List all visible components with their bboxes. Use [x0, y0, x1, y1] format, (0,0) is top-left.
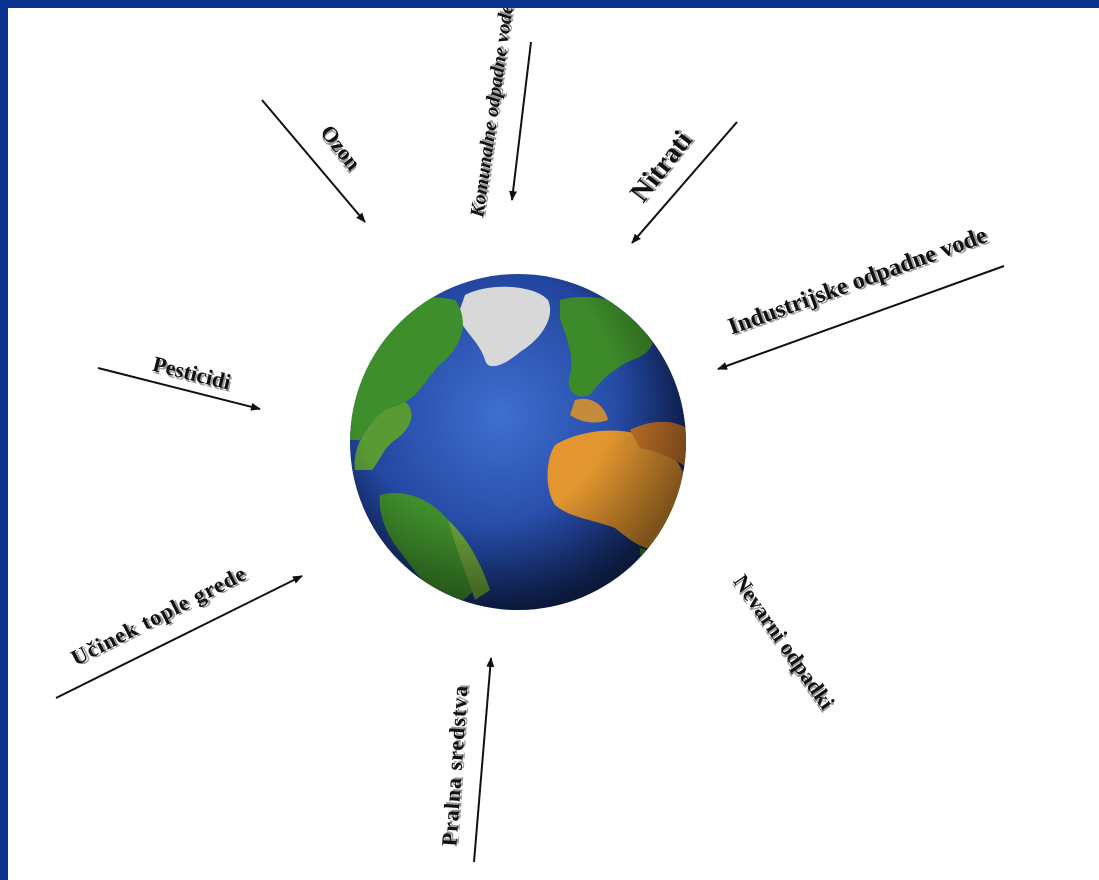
- label-nitrati: Nitrati: [624, 125, 698, 208]
- arrow-pralna: [473, 657, 495, 863]
- label-komunalne: Komunalne odpadne vode: [466, 8, 518, 220]
- arrow-ucinek: [55, 575, 303, 699]
- arrow-nitrati: [631, 121, 738, 244]
- label-pesticidi: Pesticidi: [150, 351, 233, 394]
- arrow-industrijske: [717, 265, 1005, 370]
- arrow-pesticidi: [97, 367, 261, 411]
- arrow-ozon: [261, 99, 366, 223]
- label-nevarni: Nevarni odpadki: [728, 570, 839, 714]
- slide: Ozon Ozon Komunalne odpadne vode Komunal…: [8, 8, 1099, 880]
- arrow-komunalne: [509, 41, 532, 201]
- pollution-diagram: Ozon Ozon Komunalne odpadne vode Komunal…: [55, 8, 1005, 863]
- earth-globe-icon: [350, 274, 686, 610]
- label-industrijske: Industrijske odpadne vode: [725, 222, 991, 340]
